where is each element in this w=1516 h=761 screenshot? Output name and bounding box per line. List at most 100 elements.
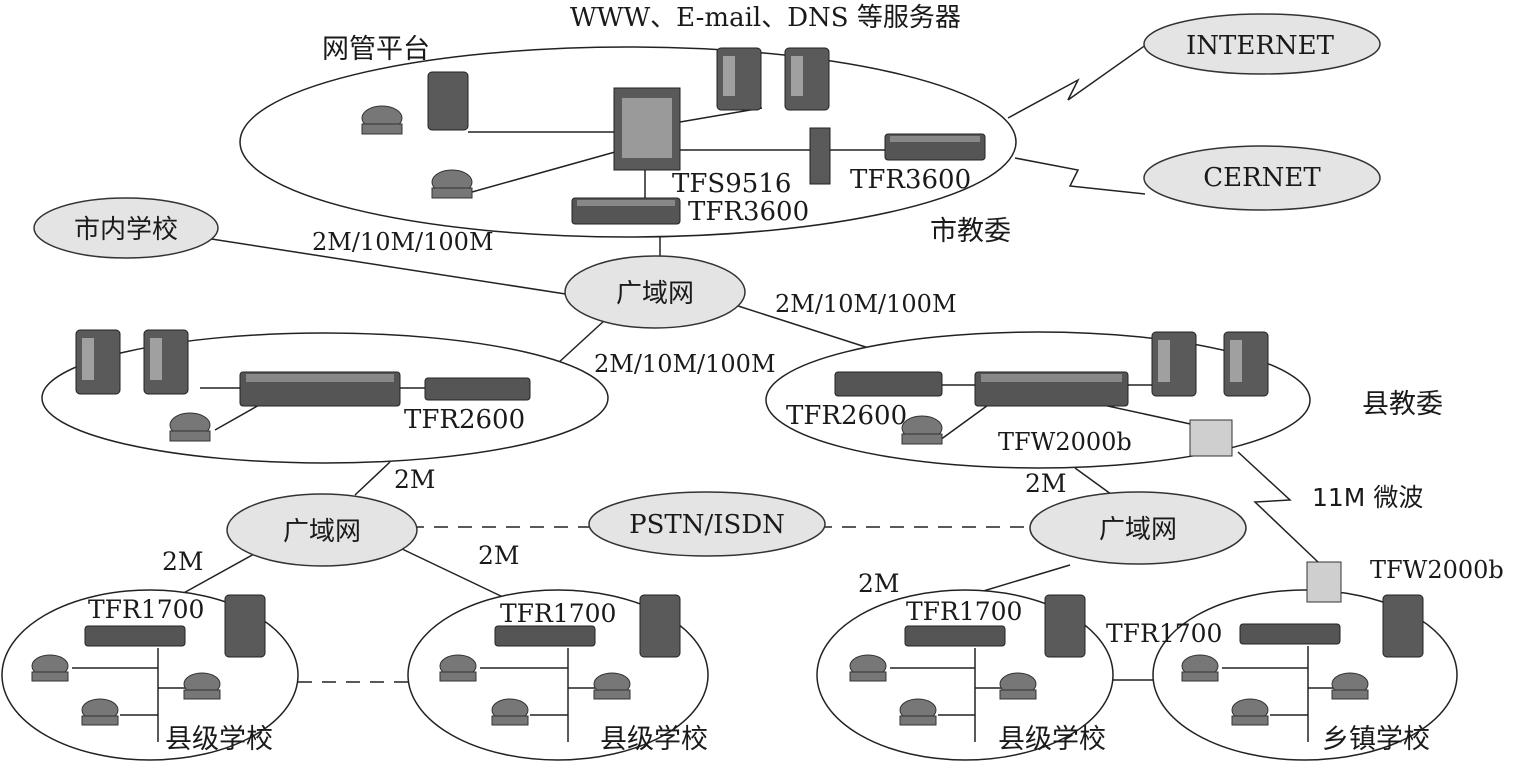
pc-icon [431, 169, 473, 199]
pc-icon [1331, 672, 1369, 700]
link-wan-countyedu [734, 304, 876, 351]
pc-icon [361, 105, 403, 135]
server-icon [427, 71, 469, 131]
internet-label: INTERNET [1186, 31, 1335, 61]
tfr2600-label-right: TFR2600 [786, 401, 907, 431]
left-regional-network [41, 329, 609, 464]
cloud-cernet: CERNET [1143, 145, 1381, 211]
link-2m-label-d: 2M [478, 541, 520, 570]
tfs9516-label: TFS9516 [672, 169, 791, 199]
switch-icon [974, 371, 1129, 407]
pc-icon [899, 698, 937, 726]
tfr1700-router-icon [904, 625, 1006, 647]
tfr2600-router-icon [424, 377, 531, 401]
town-school-network [1152, 561, 1458, 761]
cloud-wan-right: 广域网 [1029, 491, 1247, 565]
server-icon [224, 594, 266, 658]
pc-icon [169, 412, 211, 442]
server-icon [1382, 594, 1424, 658]
speed-label-3: 2M/10M/100M [594, 350, 776, 378]
tfr1700-label-2: TFR1700 [500, 599, 616, 628]
pc-icon [1231, 698, 1269, 726]
link-cityschool-wan [204, 237, 573, 296]
county-school-label-2: 县级学校 [600, 724, 708, 755]
server-icon [1044, 594, 1086, 658]
server-icon [1151, 331, 1197, 397]
pc-icon [183, 672, 221, 700]
link-2m-label-a: 2M [394, 465, 436, 494]
tfr3600-router-icon [571, 197, 681, 225]
pc-icon [439, 654, 477, 682]
county-school-network-3 [816, 589, 1114, 761]
cloud-wan-top: 广域网 [564, 255, 746, 329]
link-2m-label-c: 2M [162, 547, 204, 576]
lightning-link-cernet [1014, 157, 1146, 195]
cernet-label: CERNET [1203, 163, 1321, 193]
county-school-network-2 [407, 589, 709, 761]
server-icon [75, 329, 121, 395]
city-school-label: 市内学校 [74, 215, 178, 245]
server-icon [143, 329, 189, 395]
county-school-label-3: 县级学校 [998, 724, 1106, 755]
link-2m-label-b: 2M [1025, 469, 1067, 498]
tfw2000b-wireless-icon [1306, 561, 1342, 603]
pc-icon [1181, 654, 1219, 682]
tfr1700-router-icon [1239, 623, 1341, 645]
tfr1700-label-3: TFR1700 [906, 597, 1022, 626]
lightning-link-internet [1007, 41, 1151, 119]
server-icon [1223, 331, 1269, 397]
cloud-pstn: PSTN/ISDN [588, 491, 826, 557]
tfr3600-router-icon [884, 133, 986, 161]
tfr2600-label-left: TFR2600 [404, 405, 525, 435]
wan-top-label: 广域网 [616, 279, 694, 309]
link-wanleft-school1 [179, 547, 266, 596]
tfw2000b-label-town: TFW2000b [1370, 556, 1504, 584]
links [179, 41, 1319, 683]
pstn-label: PSTN/ISDN [629, 510, 785, 540]
pc-icon [491, 698, 529, 726]
county-edu-label: 县教委 [1362, 389, 1443, 420]
server-icon [639, 594, 681, 658]
pc-icon [901, 415, 943, 445]
tfs9516-switch-icon [613, 87, 681, 171]
link-wanleft-school2 [399, 547, 506, 599]
tfr1700-label-4: TFR1700 [1106, 619, 1222, 648]
tfr1700-router-icon [84, 625, 186, 647]
city-edu-label: 市教委 [930, 216, 1011, 247]
wan-left-label: 广域网 [283, 517, 361, 547]
speed-label-1: 2M/10M/100M [312, 228, 494, 256]
cloud-wan-left: 广域网 [226, 493, 418, 567]
speed-label-2: 2M/10M/100M [775, 290, 957, 318]
town-school-label: 乡镇学校 [1322, 724, 1430, 755]
tfr3600-label-bottom: TFR3600 [688, 197, 809, 227]
pc-icon [31, 654, 69, 682]
switch-icon [239, 371, 401, 407]
pc-icon [999, 672, 1037, 700]
tfw2000b-label-county: TFW2000b [998, 428, 1132, 456]
microwave-label: 11M 微波 [1312, 483, 1423, 512]
county-school-label-1: 县级学校 [165, 724, 273, 755]
cloud-city-school: 市内学校 [33, 197, 219, 259]
tfr1700-router-icon [494, 625, 596, 647]
pc-icon [849, 654, 887, 682]
tfr1700-label-1: TFR1700 [88, 595, 204, 624]
county-school-network-1 [1, 589, 299, 761]
city-edu-network [239, 46, 1017, 238]
nms-label: 网管平台 [322, 34, 430, 65]
link-countyedu-wanright [1074, 467, 1116, 498]
link-leftnet-wanleft [354, 461, 391, 496]
county-edu-network [765, 331, 1311, 469]
pc-icon [593, 672, 631, 700]
firewall-icon [809, 127, 831, 185]
link-2m-label-e: 2M [858, 569, 900, 598]
wan-right-label: 广域网 [1099, 515, 1177, 545]
lightning-link-microwave [1237, 451, 1319, 563]
server-icon [784, 47, 830, 111]
tfr3600-label-right: TFR3600 [850, 165, 971, 195]
server-icon [716, 47, 762, 111]
pc-icon [81, 698, 119, 726]
cloud-internet: INTERNET [1143, 13, 1381, 75]
servers-label: WWW、E-mail、DNS 等服务器 [570, 3, 961, 33]
tfw2000b-wireless-icon [1189, 419, 1233, 457]
